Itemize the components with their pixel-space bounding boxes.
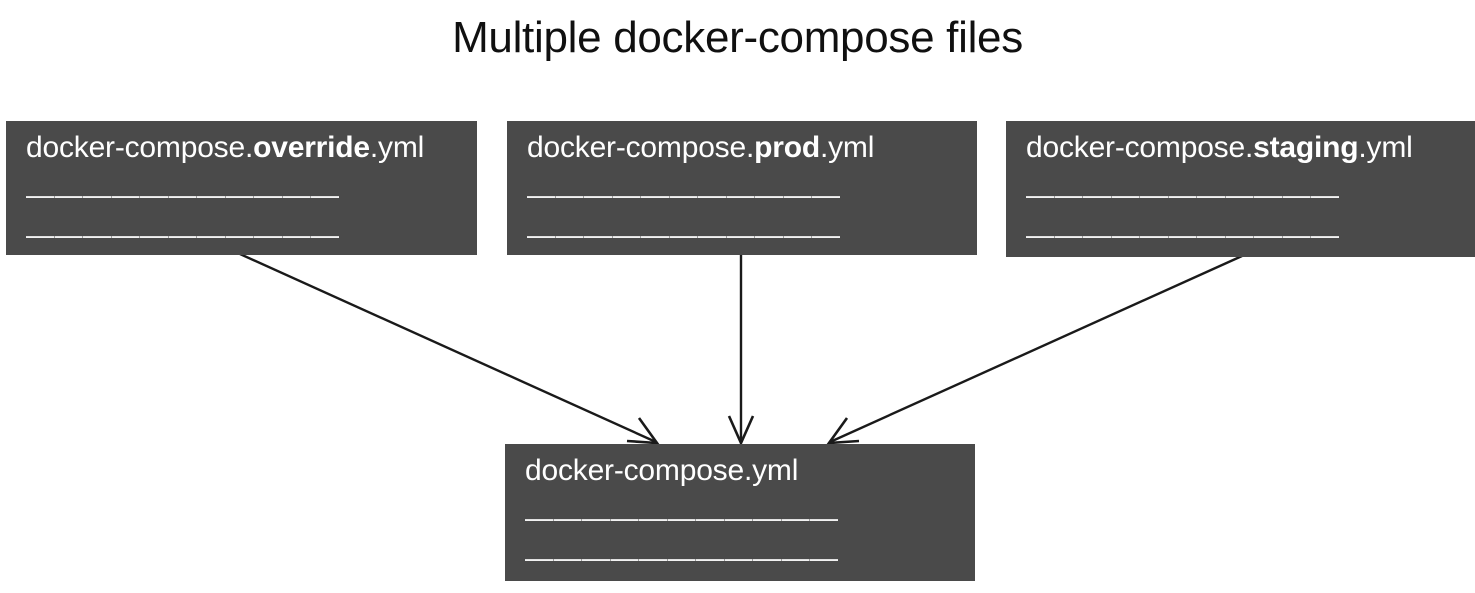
content-line-2: ——————————— bbox=[26, 219, 340, 250]
file-box-base[interactable]: docker-compose.yml ——————————— —————————… bbox=[505, 444, 975, 581]
file-name-prod: docker-compose.prod.yml bbox=[527, 131, 874, 165]
content-line-1: ——————————— bbox=[527, 179, 841, 210]
file-name-base: docker-compose.yml bbox=[525, 454, 798, 488]
file-name-prod-suffix: .yml bbox=[819, 131, 875, 164]
file-name-staging-suffix: .yml bbox=[1358, 131, 1413, 164]
file-name-override-suffix: .yml bbox=[369, 131, 425, 164]
file-name-staging-emphasis: staging bbox=[1253, 131, 1359, 164]
file-name-override-prefix: docker-compose. bbox=[26, 131, 254, 164]
page-title: Multiple docker-compose files bbox=[452, 13, 1023, 62]
file-box-override[interactable]: docker-compose.override.yml ——————————— … bbox=[6, 121, 477, 255]
file-name-prod-prefix: docker-compose. bbox=[527, 131, 755, 164]
arrow-staging-to-base bbox=[826, 254, 1243, 445]
arrow-prod-to-base bbox=[727, 255, 755, 447]
content-line-1: ——————————— bbox=[26, 179, 340, 210]
content-line-2: ——————————— bbox=[525, 542, 839, 573]
content-line-1: ——————————— bbox=[1026, 179, 1340, 210]
file-box-prod[interactable]: docker-compose.prod.yml ——————————— ————… bbox=[507, 121, 977, 255]
content-line-2: ——————————— bbox=[1026, 219, 1340, 250]
file-box-staging[interactable]: docker-compose.staging.yml ——————————— —… bbox=[1006, 121, 1475, 257]
file-name-base-prefix: docker-compose.yml bbox=[525, 454, 799, 487]
file-name-override: docker-compose.override.yml bbox=[26, 131, 424, 165]
file-name-staging-prefix: docker-compose. bbox=[1026, 131, 1254, 164]
content-line-2: ——————————— bbox=[527, 219, 841, 250]
content-line-1: ——————————— bbox=[525, 502, 839, 533]
file-name-staging: docker-compose.staging.yml bbox=[1026, 131, 1413, 165]
arrow-override-to-base bbox=[239, 252, 660, 445]
file-name-prod-emphasis: prod bbox=[754, 131, 820, 164]
file-name-override-emphasis: override bbox=[253, 131, 370, 164]
